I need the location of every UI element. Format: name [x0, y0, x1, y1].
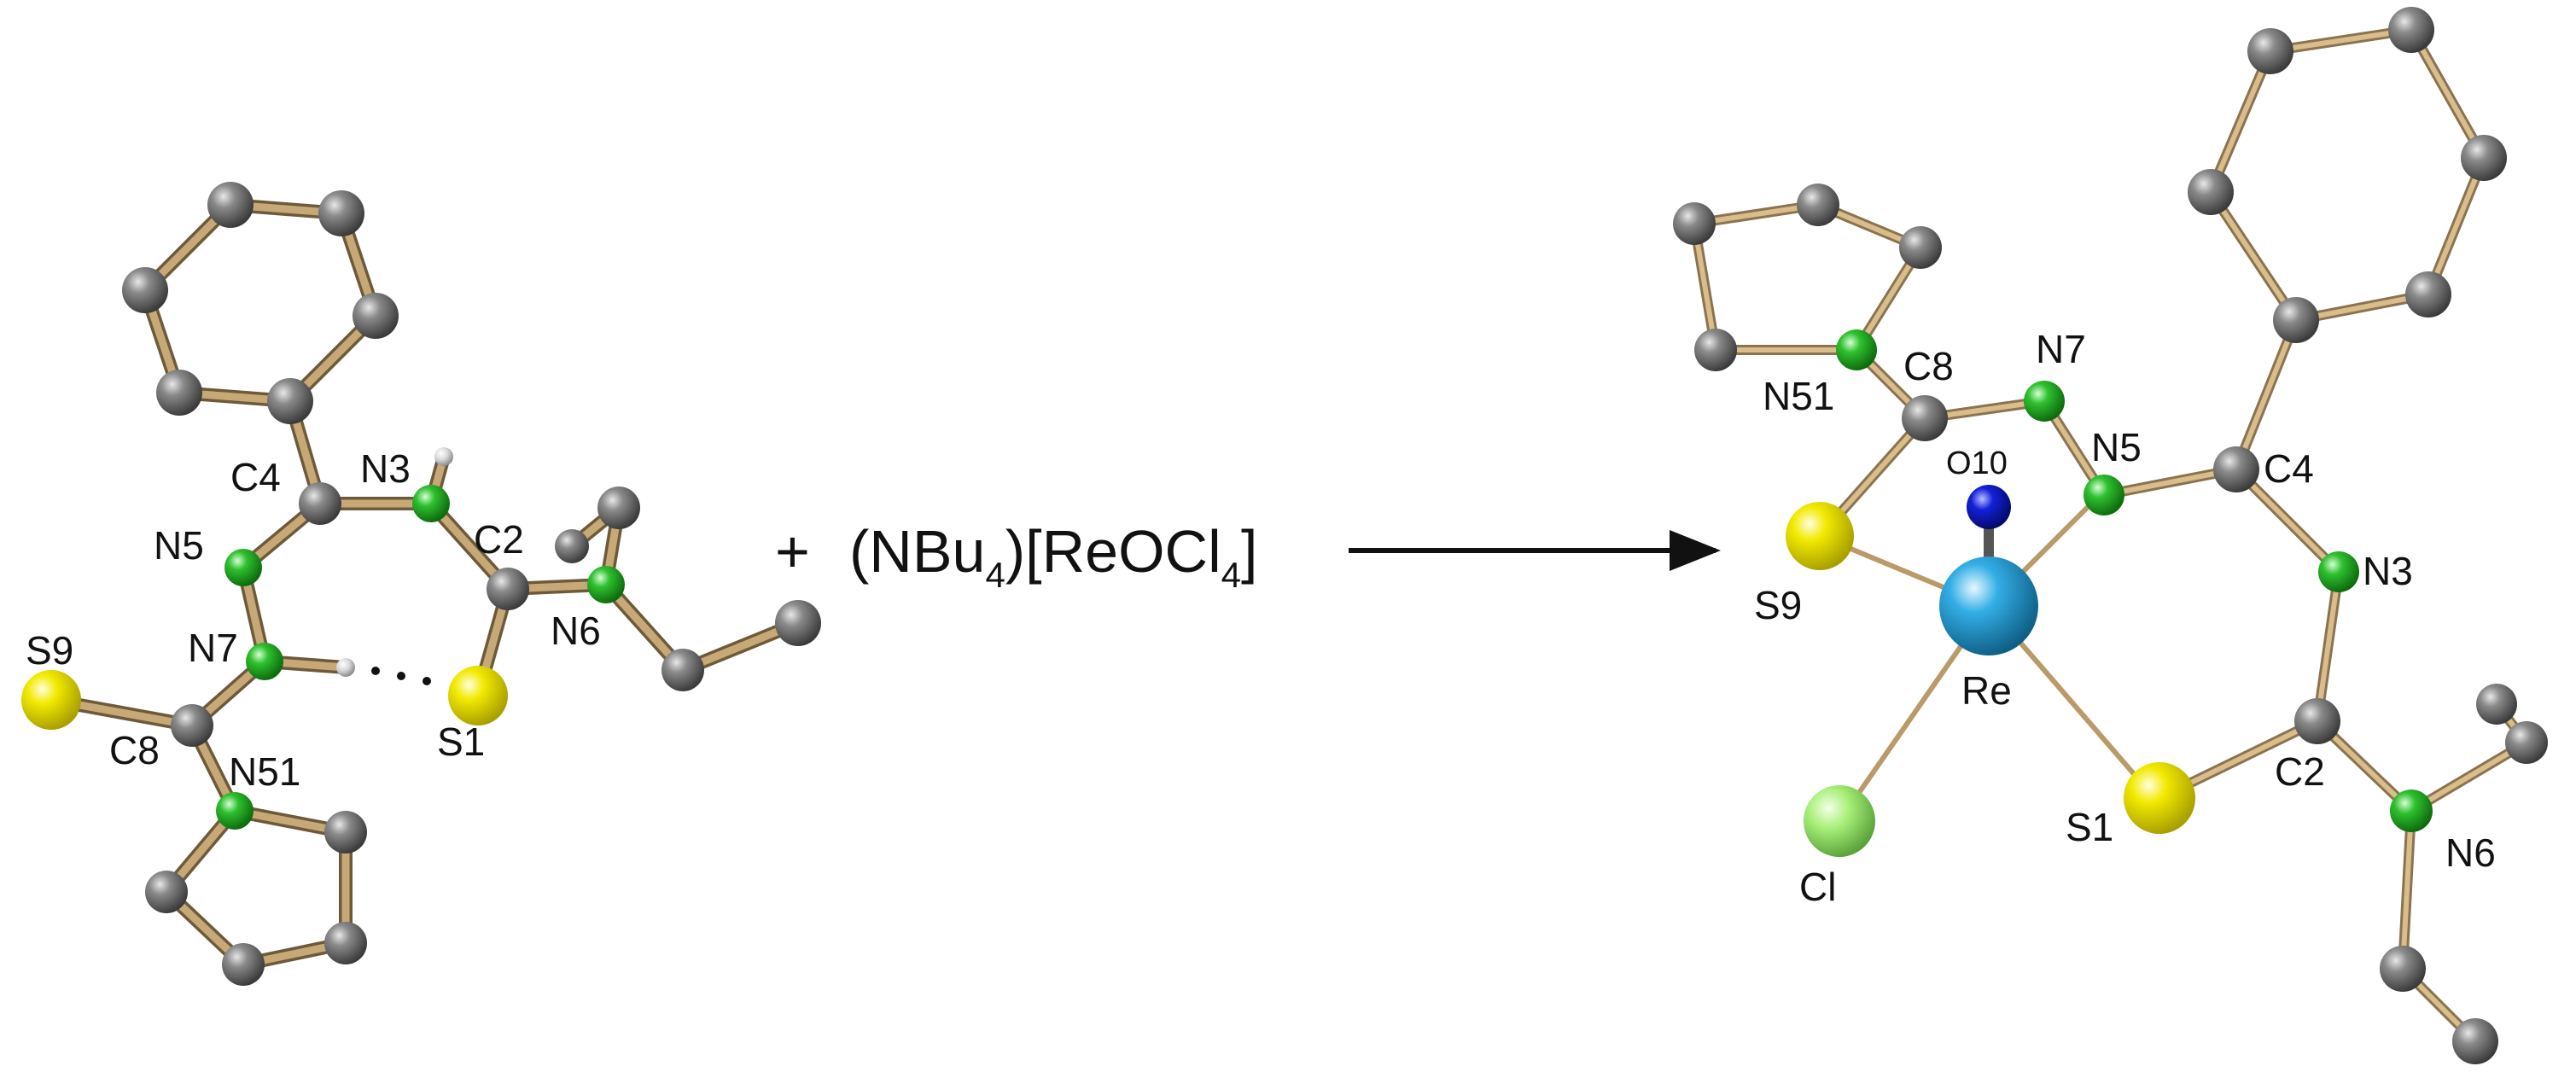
ligand-bonds-fill — [47, 201, 802, 969]
ligand-labels: S9 C8 N7 N51 N5 C4 N3 C2 N6 S1 — [26, 446, 601, 794]
label-re: Re — [1961, 668, 2012, 713]
label-n6: N6 — [551, 609, 601, 653]
atom-c-pyr-3 — [222, 943, 265, 986]
label-n51: N51 — [229, 749, 300, 794]
atom-n51 — [216, 792, 254, 830]
atom-c-phenyl-3 — [353, 293, 399, 339]
atom-c8 — [171, 704, 213, 747]
atom-c4 — [299, 482, 341, 525]
atom-c-phenyl-5 — [156, 370, 202, 416]
atom-c-phenyl-6 — [2405, 271, 2451, 318]
label-n7: N7 — [2036, 327, 2086, 371]
atom-c-phenyl-3 — [2247, 28, 2293, 74]
atom-c-et-1 — [2380, 946, 2426, 992]
atom-c-et-2 — [2452, 1018, 2498, 1064]
atom-s1 — [2124, 762, 2195, 834]
atom-h-n7 — [336, 658, 355, 677]
label-n51: N51 — [1763, 374, 1834, 418]
atom-c-pyr-2 — [324, 922, 367, 964]
atom-s9 — [1786, 502, 1854, 570]
label-n5: N5 — [2091, 425, 2142, 469]
atom-n3 — [412, 485, 450, 522]
label-c4: C4 — [230, 455, 281, 499]
atom-c-ethyl-4 — [775, 600, 821, 646]
atom-c-phenyl-6 — [122, 267, 168, 313]
reagent-formula: (NBu4)[ReOCl4] — [849, 518, 1257, 595]
atom-c-pyr-1 — [324, 811, 367, 854]
atom-o10 — [1967, 485, 2011, 529]
atom-c-phenyl-1 — [207, 182, 254, 228]
atom-n3 — [2318, 551, 2359, 592]
rhenium-complex: N51 C8 N7 N5 O10 S9 Re C4 N3 C2 N6 S1 Cl — [1673, 7, 2548, 1064]
atom-c-ethyl-3 — [661, 649, 704, 691]
label-n3: N3 — [2363, 549, 2413, 593]
atom-n6 — [2390, 789, 2433, 832]
atom-s1 — [448, 666, 508, 725]
complex-labels: N51 C8 N7 N5 O10 S9 Re C4 N3 C2 N6 S1 Cl — [1754, 327, 2496, 909]
atom-c-pyr-3 — [1899, 226, 1942, 269]
atom-c-ethyl-2 — [555, 529, 589, 563]
label-n3: N3 — [360, 446, 411, 491]
atom-c-phenyl-4 — [2388, 7, 2434, 53]
label-c2: C2 — [474, 517, 524, 562]
label-n7: N7 — [188, 626, 238, 670]
atom-c-pyr-2 — [1797, 184, 1839, 226]
atom-n5 — [2084, 475, 2124, 516]
label-cl: Cl — [1799, 865, 1836, 909]
label-s1: S1 — [437, 720, 485, 764]
hydrogen-bond-dots — [371, 667, 431, 685]
atom-c-ethyl-1 — [597, 486, 640, 529]
complex-atoms — [1673, 7, 2548, 1064]
label-s9: S9 — [1754, 583, 1802, 627]
atom-c4 — [2213, 446, 2259, 492]
atom-c-phenyl-2 — [318, 190, 364, 236]
ligand-bonds — [44, 198, 805, 971]
atom-h-n3 — [434, 447, 453, 466]
atom-c-phenyl-5 — [2461, 135, 2507, 181]
complex-bonds-fill — [1692, 27, 2529, 1044]
atom-c-pyr-1 — [1673, 202, 1716, 245]
atom-c2 — [487, 568, 529, 610]
ligand-atoms — [21, 182, 821, 986]
label-c8: C8 — [109, 728, 160, 772]
label-s1: S1 — [2066, 805, 2113, 849]
label-s9: S9 — [26, 628, 73, 673]
atom-n7 — [2024, 381, 2065, 422]
atom-c-pyr-4 — [145, 871, 188, 913]
atom-c-phenyl-4 — [267, 378, 313, 424]
atom-c-me-2 — [2476, 684, 2517, 725]
label-c2: C2 — [2275, 749, 2325, 794]
label-c8: C8 — [1903, 344, 1954, 388]
label-c4: C4 — [2264, 446, 2314, 491]
atom-c-phenyl-2 — [2188, 169, 2234, 215]
atom-re — [1939, 556, 2038, 655]
atom-cl — [1804, 785, 1875, 857]
atom-s9 — [21, 670, 81, 730]
atom-n6 — [587, 566, 625, 603]
atom-c-me-1 — [2505, 721, 2548, 764]
atom-c8 — [1902, 395, 1948, 441]
atom-n7 — [246, 643, 283, 680]
label-o10: O10 — [1946, 446, 2008, 481]
label-n6: N6 — [2445, 830, 2496, 875]
label-n5: N5 — [154, 523, 204, 568]
atom-c2 — [2294, 698, 2340, 744]
ligand-molecule: S9 C8 N7 N51 N5 C4 N3 C2 N6 S1 — [21, 182, 821, 986]
atom-n5 — [224, 549, 262, 586]
atom-n51 — [1836, 329, 1877, 370]
atom-c-pyr-4 — [1694, 329, 1737, 371]
atom-c-phenyl-1 — [2273, 297, 2319, 343]
reaction-equation: + (NBu4)[ReOCl4] — [775, 518, 1721, 595]
plus-sign: + — [775, 518, 810, 585]
